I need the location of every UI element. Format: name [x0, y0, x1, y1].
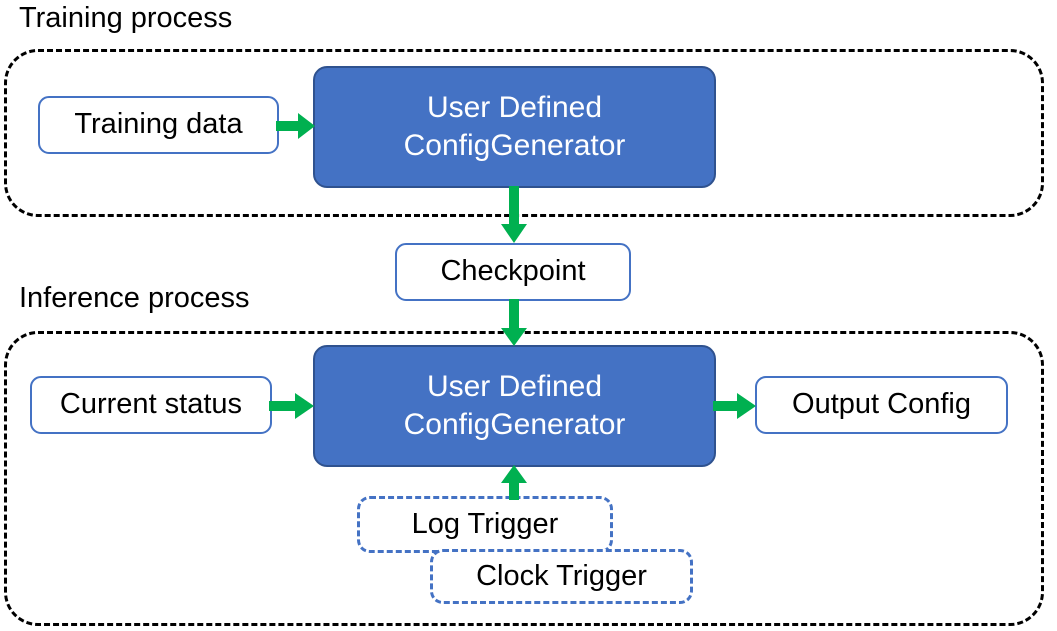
arrow-triggers-to-generator-icon — [500, 465, 528, 501]
inference-generator-label-line2: ConfigGenerator — [403, 408, 626, 441]
checkpoint-box[interactable]: Checkpoint — [395, 243, 631, 301]
log-trigger-box[interactable]: Log Trigger — [357, 496, 613, 553]
inference-process-title: Inference process — [19, 282, 250, 314]
training-process-title: Training process — [19, 2, 233, 34]
training-generator-label-line1: User Defined — [426, 90, 603, 124]
training-generator-label-line2: ConfigGenerator — [403, 129, 626, 162]
arrow-current-status-to-generator-icon — [269, 392, 315, 420]
inference-process-container — [4, 331, 1044, 626]
clock-trigger-box[interactable]: Clock Trigger — [430, 549, 693, 604]
arrow-checkpoint-to-generator-icon — [500, 299, 528, 347]
inference-user-defined-configgenerator-box[interactable]: User Defined ConfigGenerator — [313, 345, 716, 467]
current-status-label: Current status — [59, 388, 243, 421]
arrow-generator-to-checkpoint-icon — [500, 186, 528, 244]
training-process-container — [4, 49, 1044, 217]
arrow-training-data-to-generator-icon — [276, 112, 316, 140]
current-status-box[interactable]: Current status — [30, 376, 272, 434]
training-data-box[interactable]: Training data — [38, 96, 279, 154]
training-data-label: Training data — [74, 108, 243, 141]
clock-trigger-label: Clock Trigger — [476, 560, 647, 592]
inference-generator-label-line1: User Defined — [426, 369, 603, 403]
training-user-defined-configgenerator-box[interactable]: User Defined ConfigGenerator — [313, 66, 716, 188]
output-config-box[interactable]: Output Config — [755, 376, 1008, 434]
checkpoint-label: Checkpoint — [440, 255, 586, 288]
log-trigger-label: Log Trigger — [411, 508, 559, 540]
arrow-generator-to-output-config-icon — [713, 392, 757, 420]
output-config-label: Output Config — [792, 388, 971, 421]
